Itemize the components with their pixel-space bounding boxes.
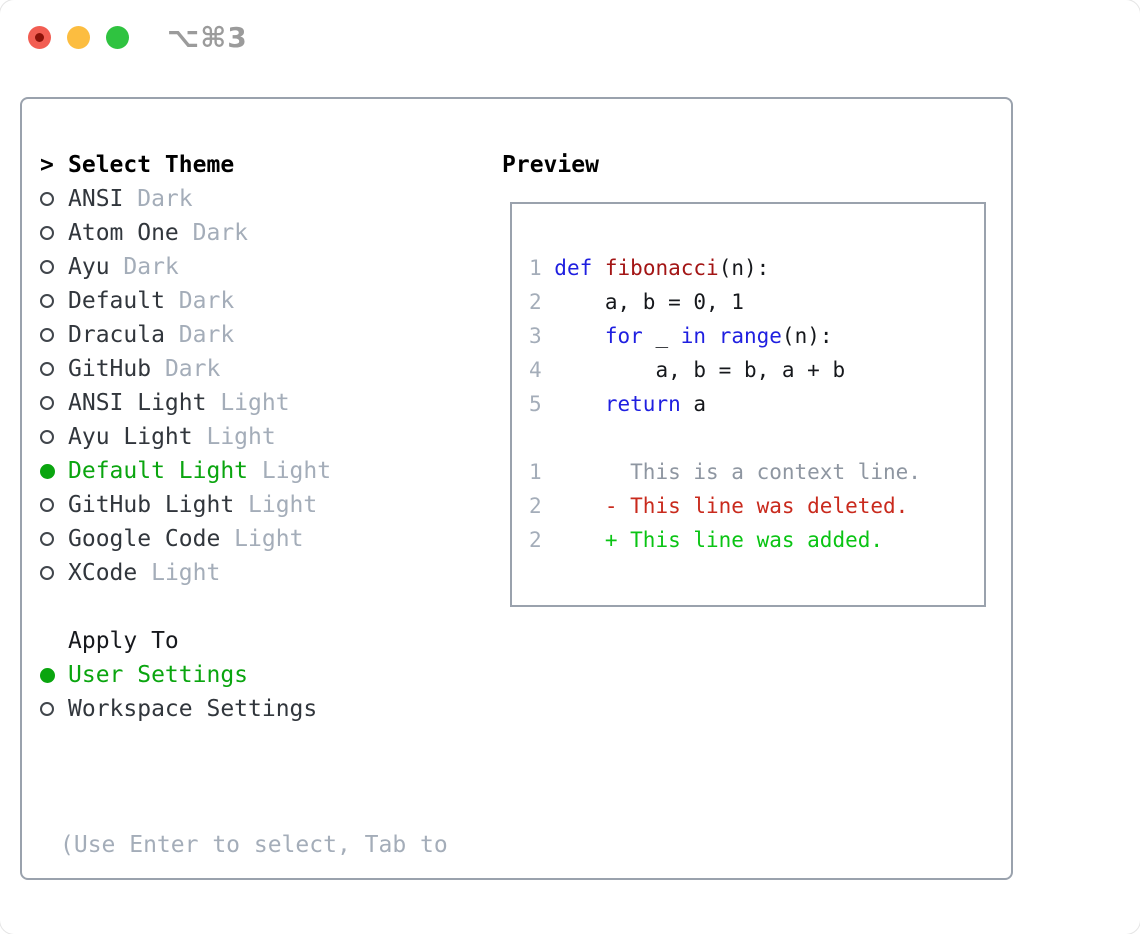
theme-option-github-light[interactable]: GitHub Light Light (22, 488, 500, 522)
radio-icon (40, 260, 68, 274)
theme-option-ansi[interactable]: ANSI Dark (22, 182, 500, 216)
theme-option-xcode[interactable]: XCode Light (22, 556, 500, 590)
theme-variant: Dark (164, 322, 235, 348)
minimize-button[interactable] (67, 26, 90, 49)
theme-variant: Dark (109, 254, 179, 280)
close-button[interactable] (28, 26, 51, 49)
apply-option-workspace-settings[interactable]: Workspace Settings (22, 692, 500, 726)
help-text: (Use Enter to select, Tab to change focu… (22, 760, 500, 934)
code-line: 2 + This line was added. (529, 528, 884, 552)
code-line: 4 a, b = b, a + b (529, 358, 846, 382)
radio-icon (40, 362, 68, 376)
select-theme-header: > Select Theme (22, 148, 500, 182)
theme-variant: Light (137, 560, 221, 586)
radio-icon (40, 328, 68, 342)
theme-variant: Dark (178, 220, 249, 246)
theme-name: Ayu Light (68, 424, 193, 450)
help-line-1: (Use Enter to select, Tab to (60, 832, 448, 858)
theme-name: Default (68, 288, 165, 314)
theme-name: Ayu (68, 254, 110, 280)
spacer (22, 726, 500, 760)
preview-box: 1 def fibonacci(n): 2 a, b = 0, 1 3 for _ … (510, 202, 986, 607)
theme-option-ansi-light[interactable]: ANSI Light Light (22, 386, 500, 420)
radio-icon (40, 294, 68, 308)
maximize-button[interactable] (106, 26, 129, 49)
theme-option-dracula[interactable]: Dracula Dark (22, 318, 500, 352)
code-line (529, 421, 984, 455)
apply-option-label: Workspace Settings (68, 696, 318, 722)
focus-arrow-icon: > (40, 152, 54, 178)
theme-variant: Dark (151, 356, 221, 382)
radio-icon (40, 192, 68, 206)
theme-variant: Dark (123, 186, 193, 212)
code-line: 1 def fibonacci(n): (529, 256, 770, 280)
theme-name: GitHub Light (68, 492, 235, 518)
theme-option-google-code[interactable]: Google Code Light (22, 522, 500, 556)
apply-to-title: Apply To (68, 628, 179, 654)
theme-variant: Light (192, 424, 276, 450)
window-shortcut-label: ⌥⌘3 (167, 21, 248, 54)
theme-variant: Light (234, 492, 318, 518)
theme-name: GitHub (68, 356, 152, 382)
theme-option-ayu-light[interactable]: Ayu Light Light (22, 420, 500, 454)
code-line: 1 This is a context line. (529, 460, 921, 484)
theme-option-ayu[interactable]: Ayu Dark (22, 250, 500, 284)
radio-icon (40, 702, 68, 716)
theme-option-default-light[interactable]: Default Light Light (22, 454, 500, 488)
theme-name: Google Code (68, 526, 221, 552)
help-line-2: change focus) (60, 930, 500, 934)
theme-variant: Light (248, 458, 332, 484)
apply-option-user-settings[interactable]: User Settings (22, 658, 500, 692)
radio-icon (40, 532, 68, 546)
theme-name: Atom One (68, 220, 179, 246)
radio-icon (40, 667, 68, 683)
theme-option-default[interactable]: Default Dark (22, 284, 500, 318)
theme-name: Dracula (68, 322, 165, 348)
theme-option-atom-one[interactable]: Atom One Dark (22, 216, 500, 250)
theme-variant: Light (220, 526, 304, 552)
preview-code: 1 def fibonacci(n): 2 a, b = 0, 1 3 for _ … (512, 204, 984, 557)
theme-name: ANSI Light (68, 390, 207, 416)
code-line: 3 for _ in range(n): (529, 324, 833, 348)
spacer (22, 590, 500, 624)
preview-title: Preview (502, 152, 599, 178)
select-theme-title: Select Theme (68, 152, 235, 178)
theme-name: ANSI (68, 186, 124, 212)
radio-icon (40, 463, 68, 479)
theme-option-github[interactable]: GitHub Dark (22, 352, 500, 386)
theme-name: XCode (68, 560, 138, 586)
theme-name: Default Light (68, 458, 249, 484)
radio-icon (40, 430, 68, 444)
code-line: 5 return a (529, 392, 707, 416)
apply-option-label: User Settings (68, 662, 249, 688)
radio-icon (40, 566, 68, 580)
theme-variant: Dark (164, 288, 235, 314)
theme-variant: Light (206, 390, 290, 416)
apply-to-header: Apply To (22, 624, 500, 658)
code-line: 2 - This line was deleted. (529, 494, 909, 518)
radio-icon (40, 226, 68, 240)
close-dot-icon (35, 33, 44, 42)
code-line: 2 a, b = 0, 1 (529, 290, 744, 314)
radio-icon (40, 396, 68, 410)
radio-icon (40, 498, 68, 512)
